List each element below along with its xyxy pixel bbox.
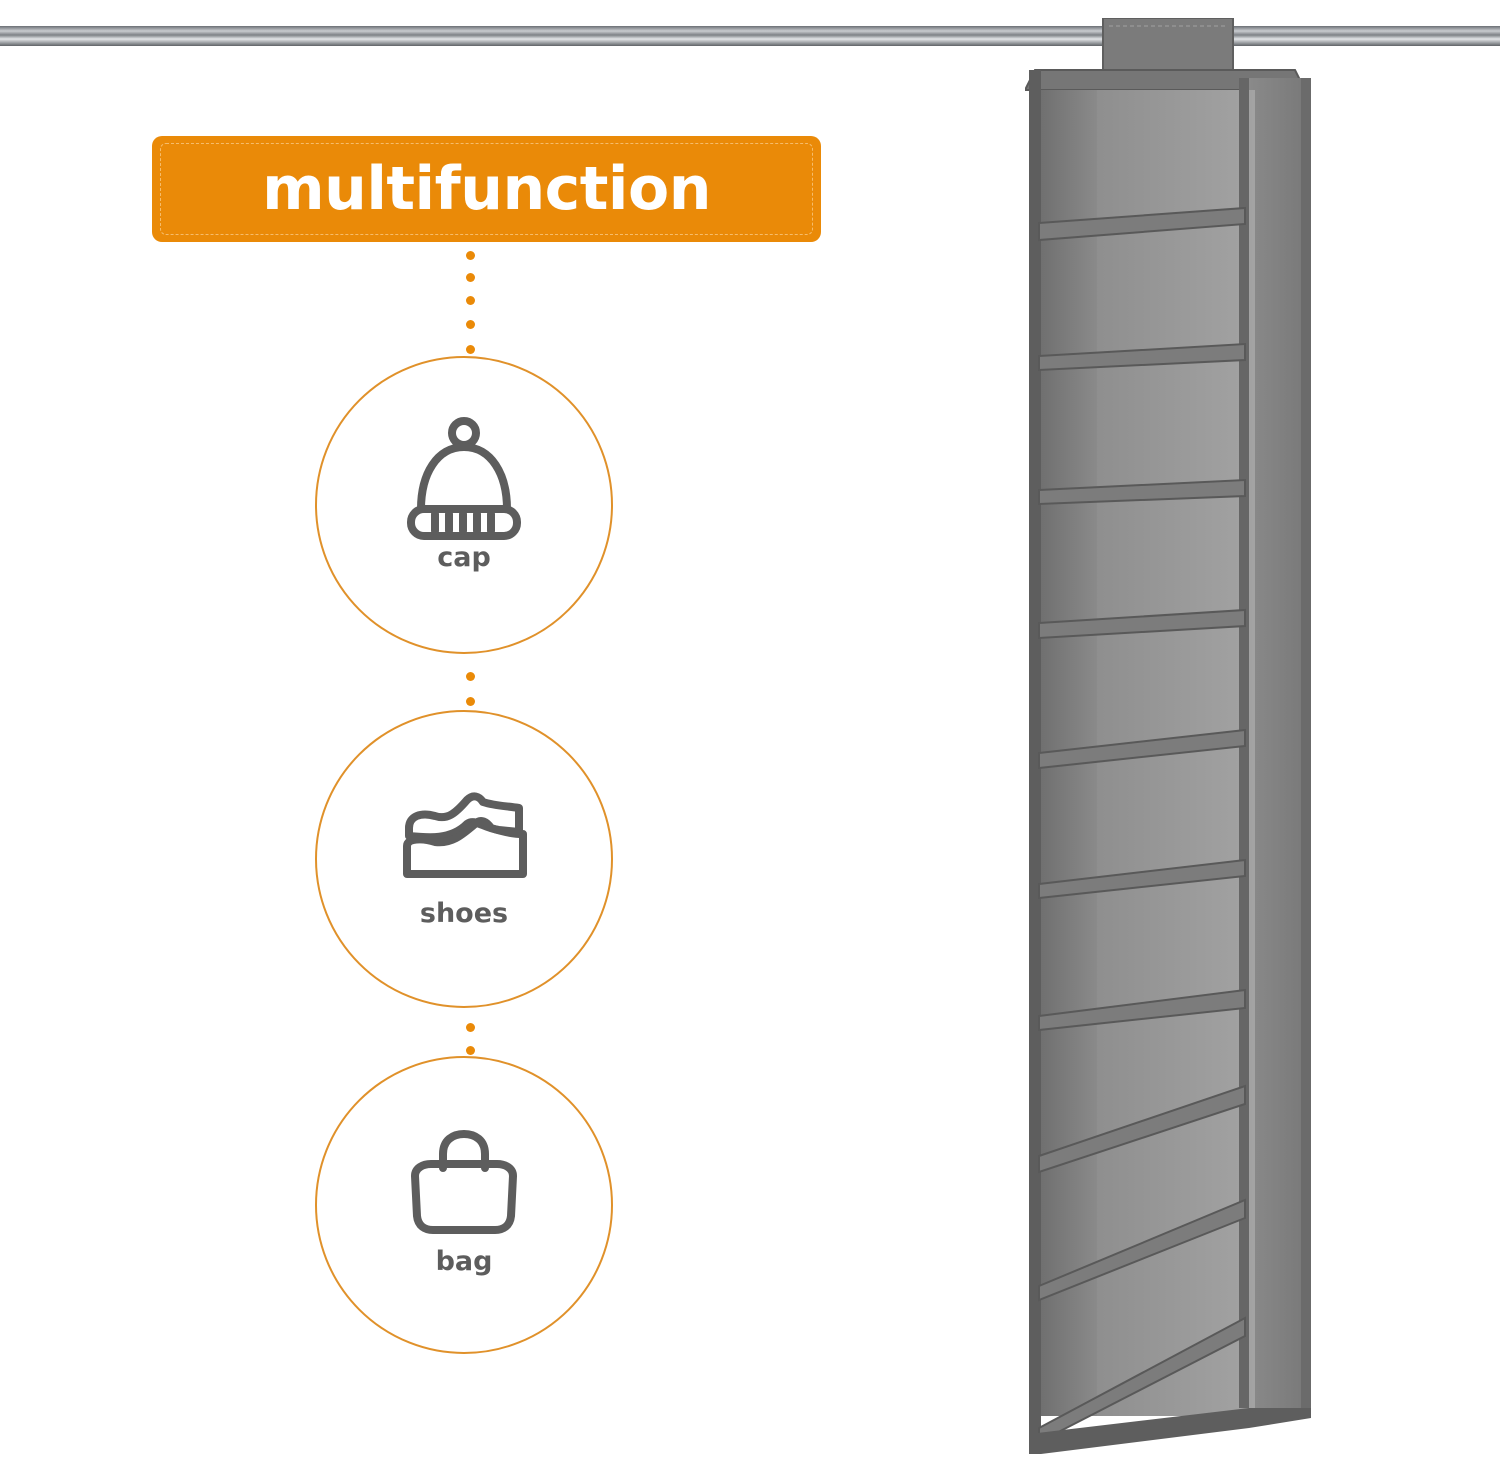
connector-dot [466, 273, 475, 282]
shelf [1038, 1198, 1246, 1302]
connector-dot [466, 672, 475, 681]
banner-stitching [160, 143, 813, 235]
connector-dot [466, 697, 475, 706]
bag-icon [411, 1130, 517, 1234]
connector-dot [466, 1046, 475, 1055]
multifunction-banner: multifunction [152, 136, 821, 242]
use-label-cap: cap [437, 542, 491, 573]
shelf [1038, 988, 1246, 1032]
use-circle-cap: cap [315, 356, 613, 654]
connector-dot [466, 320, 475, 329]
shelf [1038, 608, 1246, 640]
shoes-icon [403, 792, 527, 878]
hanging-strap [1102, 18, 1234, 79]
shelf [1038, 858, 1246, 900]
shelf [1038, 342, 1246, 372]
organizer-bottom [1029, 1408, 1311, 1454]
shelf [1038, 206, 1246, 242]
shelf [1038, 478, 1246, 506]
connector-dot [466, 296, 475, 305]
connector-dot [466, 345, 475, 354]
organizer-shelves [1038, 206, 1246, 1444]
connector-dot [466, 251, 475, 260]
hanging-organizer [1025, 18, 1311, 1454]
use-circle-shoes: shoes [315, 710, 613, 1008]
use-circle-bag: bag [315, 1056, 613, 1354]
shelf [1038, 728, 1246, 770]
connector-dot [466, 1023, 475, 1032]
use-label-shoes: shoes [419, 898, 509, 929]
use-label-bag: bag [435, 1246, 493, 1277]
shelf [1038, 1084, 1246, 1174]
knit-hat-icon [407, 417, 521, 540]
banner-title: multifunction [262, 154, 711, 224]
